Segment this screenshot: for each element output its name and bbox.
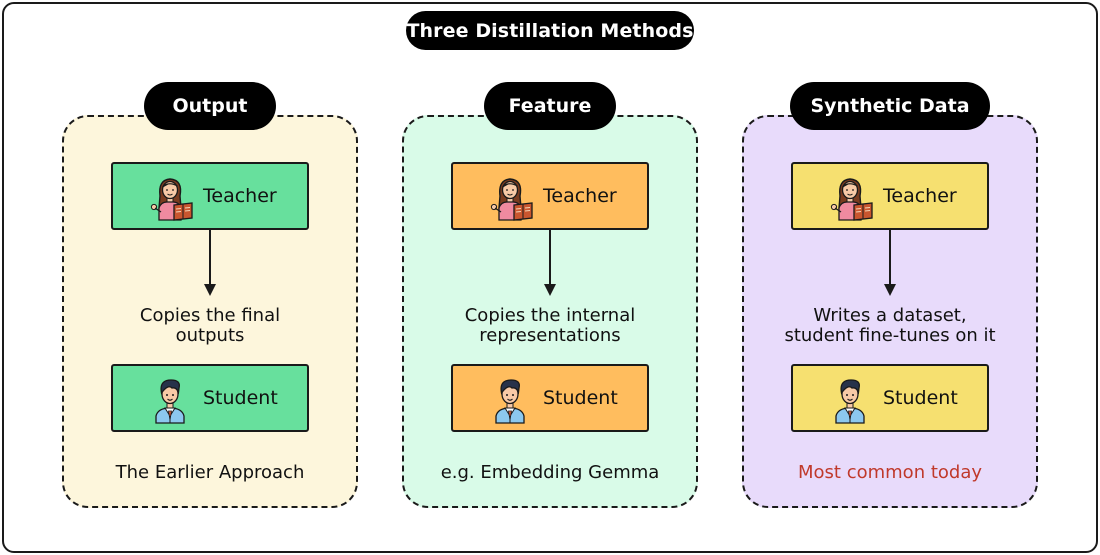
teacher-label: Teacher xyxy=(543,185,617,207)
student-box-output: Student xyxy=(111,364,309,432)
panel-label-feature: Feature xyxy=(484,82,616,130)
teacher-icon xyxy=(150,178,193,221)
footer-feature: e.g. Embedding Gemma xyxy=(440,462,660,483)
teacher-icon xyxy=(830,178,873,221)
student-icon xyxy=(155,379,185,424)
student-box-synthetic-data: Student xyxy=(791,364,989,432)
arrow-down-icon xyxy=(544,230,556,296)
diagram-title: Three Distillation Methods xyxy=(406,11,694,50)
footer-synthetic-data: Most common today xyxy=(798,462,982,483)
panel-label-output: Output xyxy=(144,82,276,130)
description-output: Copies the final outputs xyxy=(62,306,358,346)
description-line-2: outputs xyxy=(175,325,245,346)
description-line-1: Copies the internal xyxy=(464,305,636,326)
teacher-label: Teacher xyxy=(203,185,277,207)
description-line-1: Copies the final xyxy=(139,305,281,326)
description-line-2: student fine-tunes on it xyxy=(784,325,996,346)
arrow-down-icon xyxy=(884,230,896,296)
teacher-icon xyxy=(490,178,533,221)
teacher-label: Teacher xyxy=(883,185,957,207)
panel-label-synthetic-data: Synthetic Data xyxy=(790,82,990,130)
footer-output: The Earlier Approach xyxy=(115,462,305,483)
teacher-box-synthetic-data: Teacher xyxy=(791,162,989,230)
student-box-feature: Student xyxy=(451,364,649,432)
teacher-box-output: Teacher xyxy=(111,162,309,230)
student-icon xyxy=(835,379,865,424)
student-icon xyxy=(495,379,525,424)
arrow-down-icon xyxy=(204,230,216,296)
description-feature: Copies the internal representations xyxy=(402,306,698,346)
student-label: Student xyxy=(883,387,958,409)
student-label: Student xyxy=(203,387,278,409)
student-label: Student xyxy=(543,387,618,409)
teacher-box-feature: Teacher xyxy=(451,162,649,230)
description-line-1: Writes a dataset, xyxy=(813,305,967,326)
description-line-2: representations xyxy=(479,325,621,346)
description-synthetic-data: Writes a dataset, student fine-tunes on … xyxy=(742,306,1038,346)
